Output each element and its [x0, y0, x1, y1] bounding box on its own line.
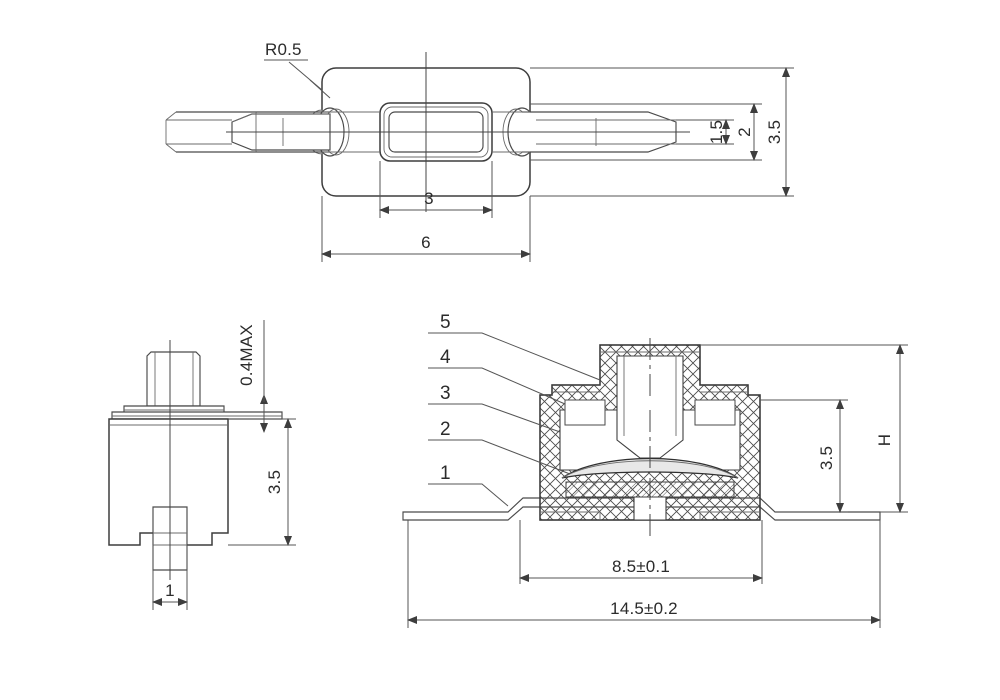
- radius-label: R0.5: [265, 40, 302, 59]
- top-view-left-pin-body3: [256, 111, 296, 153]
- section-plunger-stem: [616, 355, 684, 459]
- callout-2-leader: [428, 439, 571, 475]
- top-view-right-pin-inner: [536, 119, 676, 145]
- callout-4-leader: [428, 367, 566, 405]
- top-view-left-pin-body: [176, 111, 256, 153]
- section-bottom-steps: [540, 511, 760, 520]
- dim-pin-outer-height-label: 2: [735, 127, 754, 137]
- callout-group: 5 4 3 2 1: [428, 312, 601, 507]
- dim-body-width-label: 8.5±0.1: [612, 557, 670, 576]
- dim-outer-width-label: 6: [421, 233, 431, 252]
- section-right-shoulder-slot: [694, 399, 736, 426]
- callout-5-leader: [428, 332, 601, 381]
- callout-1-leader: [428, 483, 509, 507]
- top-view-left-pin-tip: [165, 111, 177, 153]
- top-view-group: R0.5 3 6 1.5 2 3.5: [165, 40, 794, 262]
- callout-label-2: 2: [440, 419, 451, 440]
- side-view-group: 0.4MAX 3.5 1: [108, 320, 296, 610]
- dim-total-height-label: H: [875, 434, 894, 446]
- section-left-shoulder-slot: [564, 399, 606, 426]
- section-plunger-stem-lines: [623, 356, 677, 436]
- cross-section-group: 5 4 3 2 1 3.5 H: [402, 312, 908, 628]
- callout-label-1: 1: [440, 463, 451, 484]
- dim-overall-width-label: 14.5±0.2: [610, 599, 678, 618]
- radius-leader-tick: [309, 79, 331, 99]
- dim-top-body-height-label: 3.5: [765, 120, 784, 144]
- dim-section-body-height-label: 3.5: [817, 446, 836, 470]
- dim-side-body-height-label: 3.5: [265, 470, 284, 494]
- callout-label-4: 4: [440, 347, 451, 368]
- dim-pin-inner-height-label: 1.5: [707, 120, 726, 144]
- dim-lead-thickness-label: 0.4MAX: [237, 324, 256, 386]
- dim-inner-width-label: 3: [424, 189, 434, 208]
- top-view-left-pin-shank: [166, 119, 232, 145]
- callout-label-5: 5: [440, 312, 451, 333]
- side-view-plunger-inner: [154, 352, 194, 406]
- callout-3-leader: [428, 403, 561, 433]
- side-view-lead-strip: [111, 411, 283, 420]
- dim-pin-width-label: 1: [165, 581, 175, 600]
- callout-label-3: 3: [440, 383, 451, 404]
- top-view-left-pin-edge: [231, 113, 330, 123]
